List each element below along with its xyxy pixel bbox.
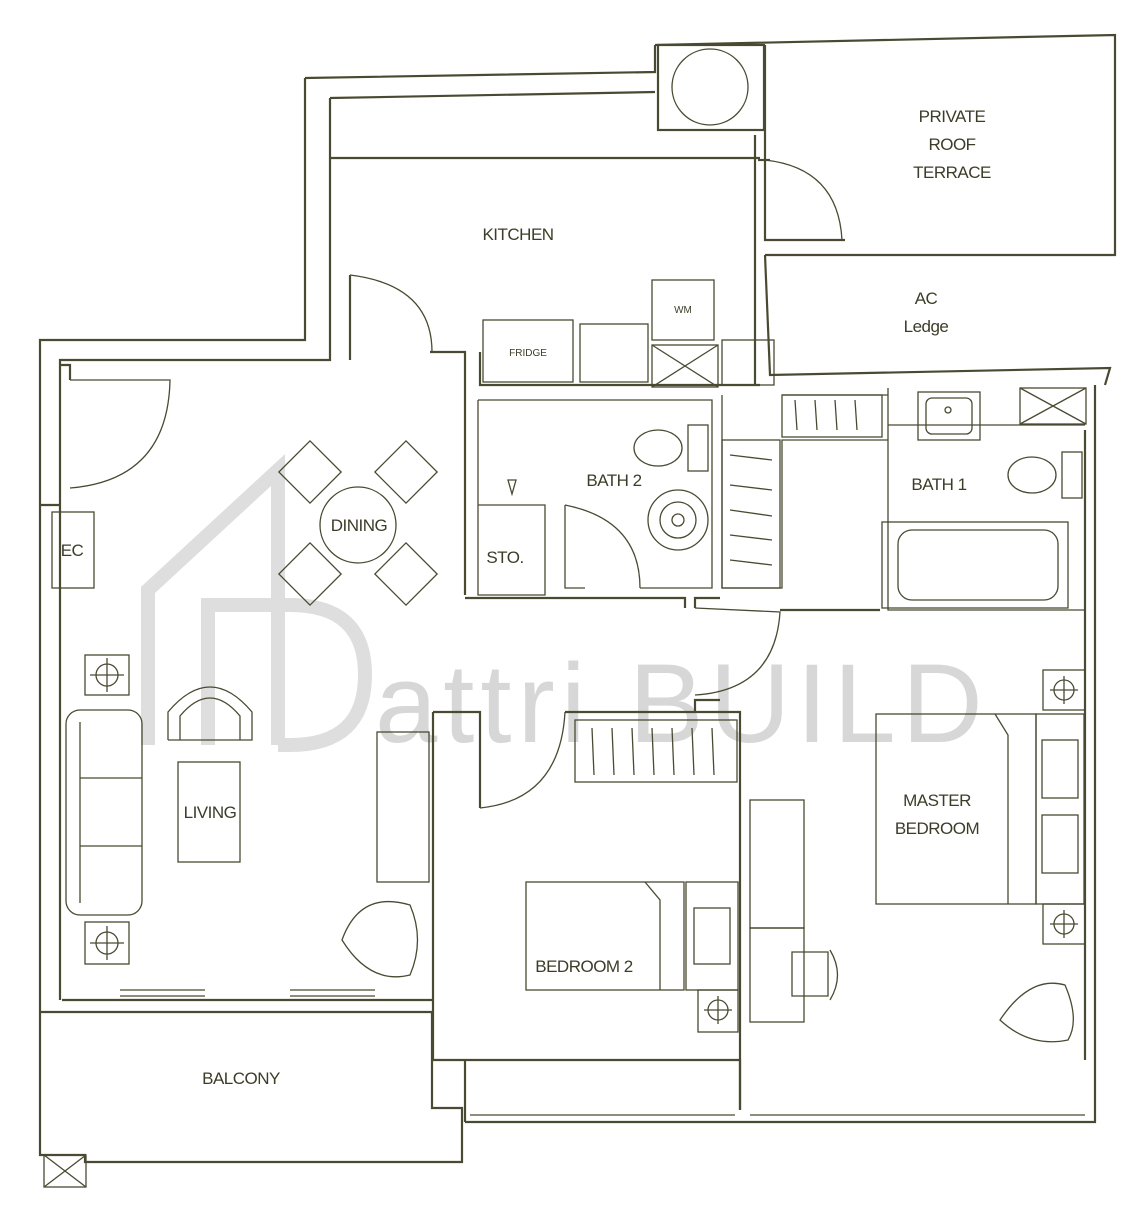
sto-label: STO. bbox=[486, 548, 523, 567]
armchair-top bbox=[167, 686, 253, 741]
room-labels: PRIVATE ROOF TERRACE KITCHEN AC Ledge BA… bbox=[61, 107, 992, 1088]
ac-duct-icon bbox=[1019, 387, 1087, 425]
wm-label: WM bbox=[674, 305, 692, 316]
sliding-door bbox=[120, 989, 375, 997]
doors bbox=[69, 159, 843, 809]
master-bedroom-label-line1: MASTER bbox=[903, 791, 971, 810]
dining-table bbox=[277, 439, 439, 607]
bath2-toilet-icon bbox=[633, 429, 683, 467]
entry-door-swing bbox=[69, 379, 171, 489]
ec-cabinet bbox=[51, 511, 95, 589]
ac-ledge-label-line2: Ledge bbox=[904, 317, 949, 336]
balcony-duct-icon bbox=[43, 1154, 87, 1188]
living-furniture bbox=[51, 439, 439, 997]
lamp-top-icon bbox=[84, 654, 130, 696]
ac-ledge-label-line1: AC bbox=[915, 289, 938, 308]
bath1-fixtures bbox=[881, 391, 1083, 609]
wardrobe-bedroom2 bbox=[574, 719, 738, 783]
ec-label: EC bbox=[61, 541, 84, 560]
master-armchair bbox=[999, 982, 1074, 1043]
bedroom2-bed bbox=[525, 881, 739, 991]
coffee-table bbox=[177, 761, 241, 863]
bathtub-icon bbox=[881, 521, 1069, 609]
wardrobe-top bbox=[781, 394, 883, 438]
terrace-label-line2: ROOF bbox=[928, 135, 975, 154]
watermark: attri BUILD bbox=[141, 454, 989, 766]
bath1-toilet-icon bbox=[1007, 456, 1057, 494]
bath2-shower-icon bbox=[647, 489, 709, 551]
bath2-door-swing bbox=[564, 504, 641, 589]
study-desk bbox=[749, 799, 805, 929]
sofa bbox=[65, 709, 143, 916]
kitchen-label: KITCHEN bbox=[482, 225, 553, 244]
kitchen-door-swing bbox=[349, 274, 433, 353]
terrace-door-swing bbox=[764, 159, 843, 241]
terrace-label-line1: PRIVATE bbox=[919, 107, 986, 126]
dining-label: DINING bbox=[331, 516, 388, 535]
kitchen-duct-icon bbox=[651, 344, 719, 388]
watermark-logo-icon bbox=[141, 454, 373, 752]
bedroom2-door-swing bbox=[479, 711, 566, 809]
terrace-label-line3: TERRACE bbox=[913, 163, 991, 182]
bath1-basin-icon bbox=[917, 391, 981, 441]
bath2-fixtures bbox=[507, 424, 709, 551]
kitchen-fixtures: FRIDGE WM bbox=[482, 43, 1087, 425]
fridge-label: FRIDGE bbox=[509, 348, 547, 359]
walls bbox=[38, 33, 1117, 1164]
lamp-bottom-icon bbox=[84, 921, 130, 965]
master-lamp-bottom-icon bbox=[1042, 903, 1086, 945]
bath1-label: BATH 1 bbox=[911, 475, 966, 494]
terrace-round-fixture bbox=[656, 43, 766, 132]
bedroom-furniture bbox=[43, 669, 1086, 1188]
master-bedroom-label-line2: BEDROOM bbox=[895, 819, 979, 838]
desk-chair bbox=[791, 949, 839, 1001]
watermark-text: attri BUILD bbox=[375, 641, 989, 766]
wardrobes bbox=[574, 394, 883, 783]
washing-machine bbox=[651, 279, 715, 341]
bedroom2-lamp-icon bbox=[697, 989, 739, 1033]
master-lamp-top-icon bbox=[1042, 669, 1086, 711]
armchair-bottom bbox=[341, 900, 419, 978]
bath2-label: BATH 2 bbox=[586, 471, 641, 490]
master-door-swing bbox=[694, 607, 781, 696]
living-label: LIVING bbox=[184, 803, 237, 822]
balcony-label: BALCONY bbox=[202, 1069, 280, 1088]
bedroom2-label: BEDROOM 2 bbox=[535, 957, 633, 976]
wardrobe-hall bbox=[721, 439, 781, 589]
fridge bbox=[482, 319, 574, 383]
tv-console bbox=[376, 731, 430, 883]
